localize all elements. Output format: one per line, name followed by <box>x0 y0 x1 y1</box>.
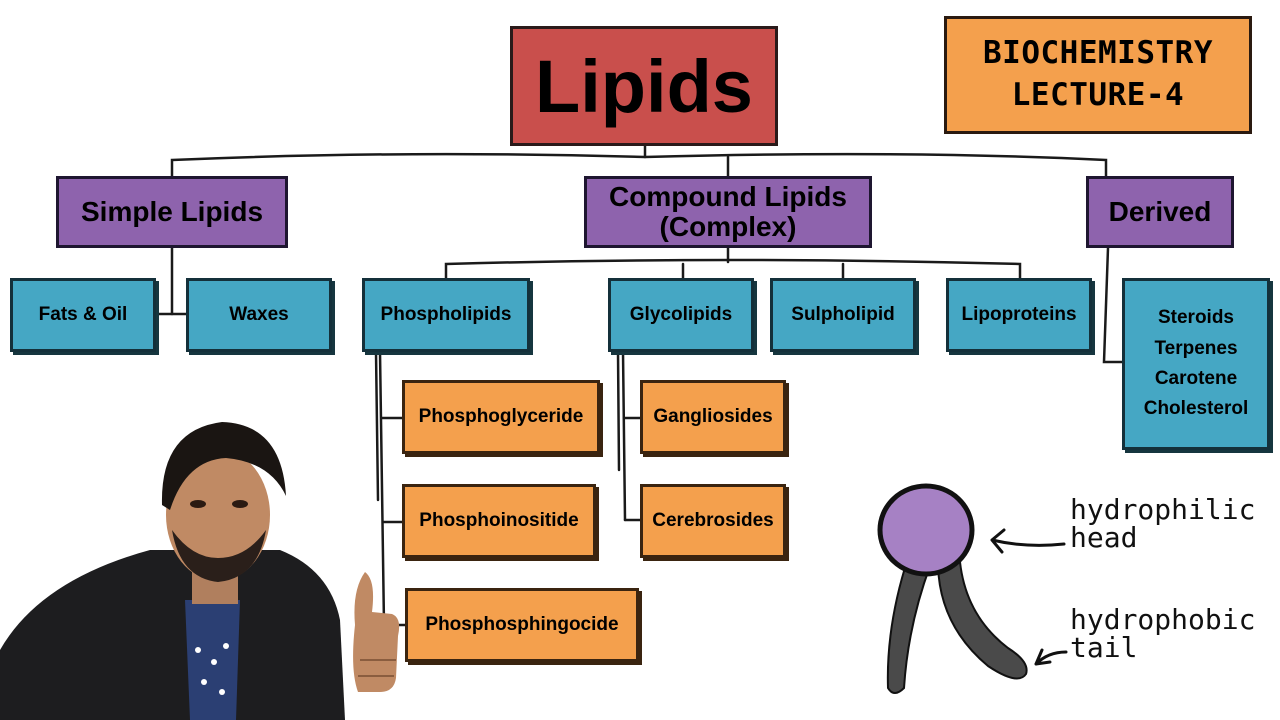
item-label: Waxes <box>229 304 289 325</box>
presenter-beard <box>172 530 266 582</box>
subitem-phosphoinositide: Phosphoinositide <box>402 484 596 558</box>
derived-item-cholesterol: Cholesterol <box>1143 398 1249 420</box>
head-arrow <box>990 528 1066 554</box>
hydrophobic-tail-right <box>936 560 1028 680</box>
root-node-lipids: Lipids <box>510 26 778 146</box>
subitem-label: Phosphoinositide <box>419 510 579 531</box>
subitem-cerebrosides: Cerebrosides <box>640 484 786 558</box>
subitem-phosphosphingocide: Phosphosphingocide <box>405 588 639 662</box>
subitem-label: Phosphosphingocide <box>425 614 619 635</box>
item-label: Sulpholipid <box>791 304 895 325</box>
presenter-jacket <box>0 550 345 720</box>
hydrophobic-tail-label: hydrophobic tail <box>1070 606 1255 662</box>
hydrophilic-text: hydrophilic <box>1070 493 1256 526</box>
annotation-arrows <box>990 528 1068 666</box>
subitem-label: Gangliosides <box>653 406 773 427</box>
item-label: Glycolipids <box>629 304 733 325</box>
lecture-subject: BIOCHEMISTRY <box>983 35 1213 72</box>
category-label: Derived <box>1108 195 1212 227</box>
hydrophilic-head <box>877 483 975 577</box>
item-label: Lipoproteins <box>961 304 1077 325</box>
hydrophobic-tail-left <box>886 556 932 694</box>
derived-item-terpenes: Terpenes <box>1154 337 1238 359</box>
category-sublabel: (Complex) <box>659 211 797 242</box>
subitem-label: Cerebrosides <box>652 510 774 531</box>
presenter-face <box>166 449 270 581</box>
category-compound-lipids: Compound Lipids (Complex) <box>584 176 872 248</box>
subitem-gangliosides: Gangliosides <box>640 380 786 454</box>
derived-item-steroids: Steroids <box>1157 307 1235 329</box>
derived-item-carotene: Carotene <box>1154 368 1238 389</box>
item-label: Fats & Oil <box>38 304 128 325</box>
hydrophobic-text: hydrophobic <box>1070 603 1256 636</box>
hydrophilic-head-label: hydrophilic head <box>1070 496 1255 552</box>
item-glycolipids: Glycolipids <box>608 278 754 352</box>
tail-arrow <box>1034 648 1068 666</box>
presenter-hair <box>161 422 286 510</box>
root-label: Lipids <box>535 44 753 128</box>
item-lipoproteins: Lipoproteins <box>946 278 1092 352</box>
lipid-molecule-illustration <box>877 483 1028 694</box>
category-simple-lipids: Simple Lipids <box>56 176 288 248</box>
tail-text: tail <box>1070 631 1138 664</box>
presenter-thumbs-up-hand <box>353 572 400 692</box>
presenter-photo <box>0 422 400 720</box>
head-text: head <box>1070 521 1138 554</box>
lecture-number: LECTURE-4 <box>1011 77 1185 113</box>
category-derived: Derived <box>1086 176 1234 248</box>
item-phospholipids: Phospholipids <box>362 278 530 352</box>
subitem-phosphoglyceride: Phosphoglyceride <box>402 380 600 454</box>
item-fats-and-oil: Fats & Oil <box>10 278 156 352</box>
subitem-label: Phosphoglyceride <box>418 406 584 427</box>
item-waxes: Waxes <box>186 278 332 352</box>
item-sulpholipid: Sulpholipid <box>770 278 916 352</box>
category-label: Simple Lipids <box>80 195 264 227</box>
derived-items-box: Steroids Terpenes Carotene Cholesterol <box>1122 278 1270 450</box>
lecture-title-box: BIOCHEMISTRY LECTURE-4 <box>944 16 1252 134</box>
category-label: Compound Lipids <box>609 180 847 212</box>
item-label: Phospholipids <box>380 304 512 325</box>
